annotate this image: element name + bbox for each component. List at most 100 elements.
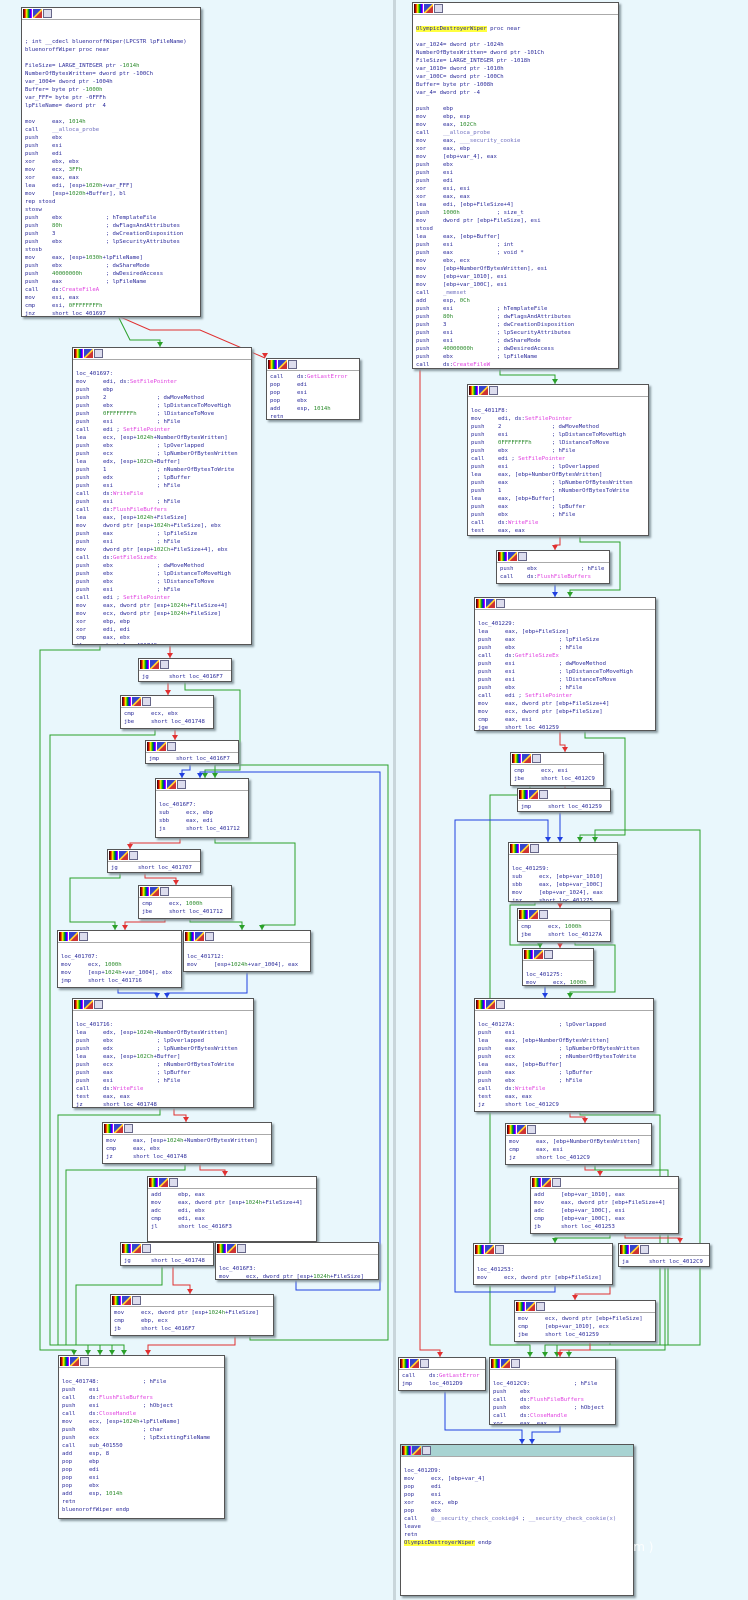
graph-view-icon[interactable] (43, 9, 52, 18)
graph-view-icon[interactable] (167, 742, 176, 751)
edit-pen-icon[interactable] (195, 932, 204, 941)
graph-view-icon[interactable] (495, 1245, 504, 1254)
right-basic-block[interactable]: OlympicDestroyerWiper proc near var_1024… (412, 2, 619, 369)
asm-line[interactable]: loc_401712: (187, 954, 225, 960)
color-palette-icon[interactable] (109, 851, 118, 860)
graph-view-icon[interactable] (511, 1359, 520, 1368)
asm-line[interactable]: push 40000000h ; dwDesiredAccess (25, 271, 164, 277)
asm-line[interactable]: push esi ; lpSecurityAttributes (416, 330, 571, 336)
asm-line[interactable]: mov eax, [esp+1030h+lpFileName] (25, 255, 143, 261)
asm-line[interactable]: jz short loc_4012C9 (509, 1155, 590, 1161)
asm-line[interactable]: push eax ; lpNumberOfBytesWritten (478, 1046, 640, 1052)
asm-line[interactable] (25, 110, 197, 118)
asm-line[interactable]: lea eax, [ebp+Buffer] (478, 1062, 563, 1068)
asm-line[interactable]: push edx ; lpNumberOfBytesWritten (76, 1046, 238, 1052)
right-basic-block[interactable]: loc_401253:mov ecx, dword ptr [ebp+FileS… (473, 1243, 613, 1285)
asm-line[interactable]: lea eax, [esp+102Ch+Buffer] (76, 1054, 181, 1060)
asm-line[interactable]: jb short loc_401253 (534, 1224, 615, 1230)
asm-line[interactable]: mov ecx, dword ptr [ebp+FileSize] (478, 709, 603, 715)
graph-view-icon[interactable] (94, 1000, 103, 1009)
asm-line[interactable]: push ebx ; lpOverlapped (76, 1038, 204, 1044)
asm-line[interactable]: test eax, eax (478, 1094, 532, 1100)
asm-line[interactable]: mov [ebp+var_4], eax (416, 154, 497, 160)
asm-line[interactable]: push esi (25, 143, 63, 149)
asm-line[interactable]: add esp, 1014h (270, 406, 331, 412)
asm-line[interactable]: push esi ; hFile (76, 483, 181, 489)
asm-line[interactable]: mov dword ptr [esp+1024h+FileSize], ebx (76, 523, 221, 529)
asm-line[interactable]: cmp [ebp+var_1010], ecx (518, 1324, 609, 1330)
asm-line[interactable]: jmp short loc_4016F7 (149, 756, 230, 762)
edit-pen-icon[interactable] (84, 1000, 93, 1009)
asm-line[interactable] (187, 945, 307, 953)
color-palette-icon[interactable] (476, 1000, 485, 1009)
graph-view-icon[interactable] (496, 599, 505, 608)
asm-line[interactable] (477, 1258, 609, 1266)
color-palette-icon[interactable] (268, 360, 277, 369)
asm-line[interactable]: test eax, eax (471, 528, 525, 534)
asm-line[interactable]: mov ebx, ecx (416, 258, 470, 264)
asm-line[interactable]: cmp esi, 0FFFFFFFFh (25, 303, 103, 309)
asm-line[interactable]: push esi ; lpDistanceToMoveHigh (478, 669, 633, 675)
graph-view-icon[interactable] (518, 552, 527, 561)
asm-line[interactable]: sub ecx, [ebp+var_1010] (512, 874, 603, 880)
asm-line[interactable]: cmp ecx, ebx (124, 711, 178, 717)
asm-line[interactable]: call ds:FlushFileBuffers (493, 1397, 584, 1403)
asm-line[interactable]: xor eax, eax (416, 194, 470, 200)
asm-line[interactable]: lea eax, [ebp+FileSize] (478, 629, 569, 635)
graph-view-icon[interactable] (420, 1359, 429, 1368)
asm-line[interactable]: mov ecx, dword ptr [ebp+FileSize] (477, 1275, 602, 1281)
asm-line[interactable]: lea eax, [ebp+Buffer] (471, 496, 556, 502)
right-basic-block[interactable]: jmp short loc_401259 (517, 788, 611, 812)
asm-line[interactable]: loc_401697: (76, 371, 114, 377)
asm-line[interactable]: xor edi, edi (76, 627, 130, 633)
color-palette-icon[interactable] (23, 9, 32, 18)
asm-line[interactable] (76, 1013, 250, 1021)
right-basic-block[interactable]: loc_401259:sub ecx, [ebp+var_1010]sbb ea… (508, 842, 618, 902)
edit-pen-icon[interactable] (84, 349, 93, 358)
asm-line[interactable]: push 3 ; dwCreationDisposition (416, 322, 575, 328)
left-basic-block[interactable]: loc_401712:mov [esp+1024h+var_1004], eax (183, 930, 311, 972)
asm-line[interactable]: cmp eax, ebx (106, 1146, 160, 1152)
color-palette-icon[interactable] (519, 790, 528, 799)
asm-line[interactable]: retn (404, 1532, 418, 1538)
edit-pen-icon[interactable] (167, 780, 176, 789)
asm-line[interactable]: ja short loc_4012C9 (622, 1259, 703, 1265)
asm-line[interactable]: push ebp (76, 387, 114, 393)
color-palette-icon[interactable] (400, 1359, 409, 1368)
asm-line[interactable]: mov eax, ___security_cookie (416, 138, 521, 144)
graph-view-icon[interactable] (169, 1178, 178, 1187)
asm-line[interactable]: jbe short loc_401748 (124, 719, 205, 725)
asm-line[interactable]: mov [esp+1024h+var_1004], ebx (61, 970, 173, 976)
asm-line[interactable]: push esi ; hObject (62, 1403, 174, 1409)
edit-pen-icon[interactable] (534, 950, 543, 959)
graph-view-icon[interactable] (129, 851, 138, 860)
edit-pen-icon[interactable] (157, 742, 166, 751)
asm-line[interactable]: push 2 ; dwMoveMethod (76, 395, 204, 401)
color-palette-icon[interactable] (516, 1302, 525, 1311)
color-palette-icon[interactable] (414, 4, 423, 13)
asm-line[interactable]: push eax ; lpFileSize (76, 531, 198, 537)
asm-line[interactable]: OlympicDestroyerWiper endp (404, 1540, 492, 1546)
asm-line[interactable]: loc_4016F7: (159, 802, 197, 808)
asm-line[interactable]: call ds:GetLastError (402, 1373, 480, 1379)
asm-line[interactable]: var_1024= dword ptr -1024h (416, 42, 504, 48)
asm-line[interactable]: call edi ; SetFilePointer (478, 693, 573, 699)
asm-line[interactable]: push ecx ; lpNumberOfBytesWritten (76, 451, 238, 457)
asm-line[interactable]: push eax ; lpBuffer (471, 504, 586, 510)
asm-line[interactable] (416, 17, 615, 25)
left-basic-block[interactable]: ; int __cdecl bluenoroffWiper(LPCSTR lpF… (21, 7, 201, 317)
asm-line[interactable]: mov eax, dword ptr [esp+1024h+FileSize+4… (76, 603, 228, 609)
asm-line[interactable]: call ds:GetFileSizeEx (478, 653, 559, 659)
asm-line[interactable]: call @__security_check_cookie@4 ; __secu… (404, 1516, 617, 1522)
color-palette-icon[interactable] (147, 742, 156, 751)
asm-line[interactable]: NumberOfBytesWritten= dword ptr -101Ch (416, 50, 544, 56)
asm-line[interactable]: pop esi (270, 390, 308, 396)
color-palette-icon[interactable] (476, 599, 485, 608)
asm-line[interactable]: jmp short loc_401259 (521, 804, 602, 810)
asm-line[interactable]: pop ebx (270, 398, 308, 404)
asm-line[interactable]: pop edi (270, 382, 308, 388)
